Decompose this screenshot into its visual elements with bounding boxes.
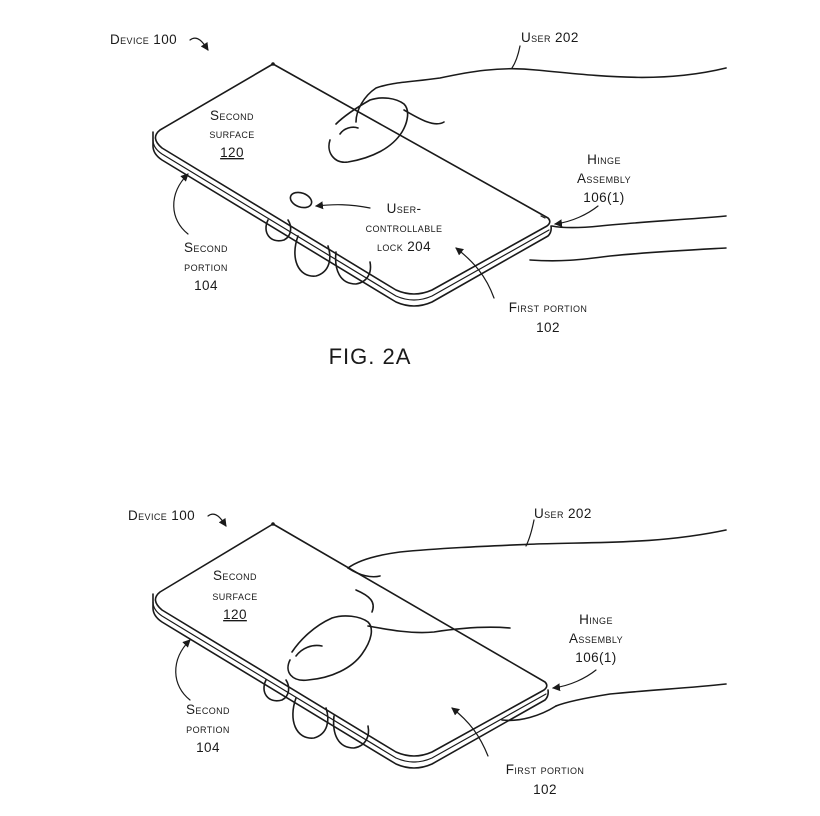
lock-label-line2: controllable [366, 220, 443, 235]
figure-caption: FIG. 2A [329, 344, 412, 369]
user-controllable-lock-icon [289, 191, 313, 209]
first-portion-label: First portion [509, 300, 588, 315]
second-portion-label-line2: portion [184, 259, 228, 274]
second-portion-leader-arrow [175, 639, 191, 701]
first-portion-leader-arrow [451, 707, 489, 757]
lock-label-line3: lock 204 [377, 239, 431, 254]
hinge-leader-arrow [554, 205, 599, 228]
second-portion-label-line1: Second [184, 240, 228, 255]
second-portion-label-line2: portion [186, 721, 230, 736]
device-leader-arrow [207, 513, 227, 527]
figure-2b: Device 100 User 202 Second surface 120 H… [128, 506, 727, 797]
device-leader-arrow [189, 37, 209, 51]
second-surface-label-line1: Second [210, 108, 254, 123]
user-leader [525, 519, 535, 547]
first-portion-ref: 102 [533, 782, 557, 797]
second-portion-label-line1: Second [186, 702, 230, 717]
lock-leader-arrow [315, 201, 371, 210]
user-hand [287, 529, 727, 722]
second-portion-leader-arrow [173, 173, 189, 235]
underside-fingers [265, 219, 372, 285]
figure-2a: Device 100 User 202 Second surface 120 H… [110, 30, 727, 369]
second-surface-label-line1: Second [213, 568, 257, 583]
user-hand [328, 67, 727, 262]
second-surface-ref: 120 [220, 145, 244, 160]
hinge-leader-arrow [552, 669, 597, 692]
device-label: Device 100 [110, 32, 177, 47]
hinge-label-line1: Hinge [587, 152, 621, 167]
first-portion-leader-arrow [455, 247, 495, 299]
hinge-label-line1: Hinge [579, 612, 613, 627]
first-portion-ref: 102 [536, 320, 560, 335]
hinge-label-line2: Assembly [569, 631, 623, 646]
second-surface-ref: 120 [223, 607, 247, 622]
second-surface-label-line2: surface [212, 588, 257, 603]
hinge-ref: 106(1) [575, 650, 616, 665]
second-portion-ref: 104 [196, 740, 220, 755]
device-label: Device 100 [128, 508, 195, 523]
user-label: User 202 [534, 506, 592, 521]
second-portion-ref: 104 [194, 278, 218, 293]
hinge-ref: 106(1) [583, 190, 624, 205]
second-surface-label-line2: surface [209, 126, 254, 141]
user-label: User 202 [521, 30, 579, 45]
hinge-label-line2: Assembly [577, 171, 631, 186]
user-leader [511, 45, 521, 69]
first-portion-label: First portion [506, 762, 585, 777]
device-body [152, 522, 549, 769]
device-body [152, 62, 552, 307]
lock-label-line1: User- [387, 201, 422, 216]
